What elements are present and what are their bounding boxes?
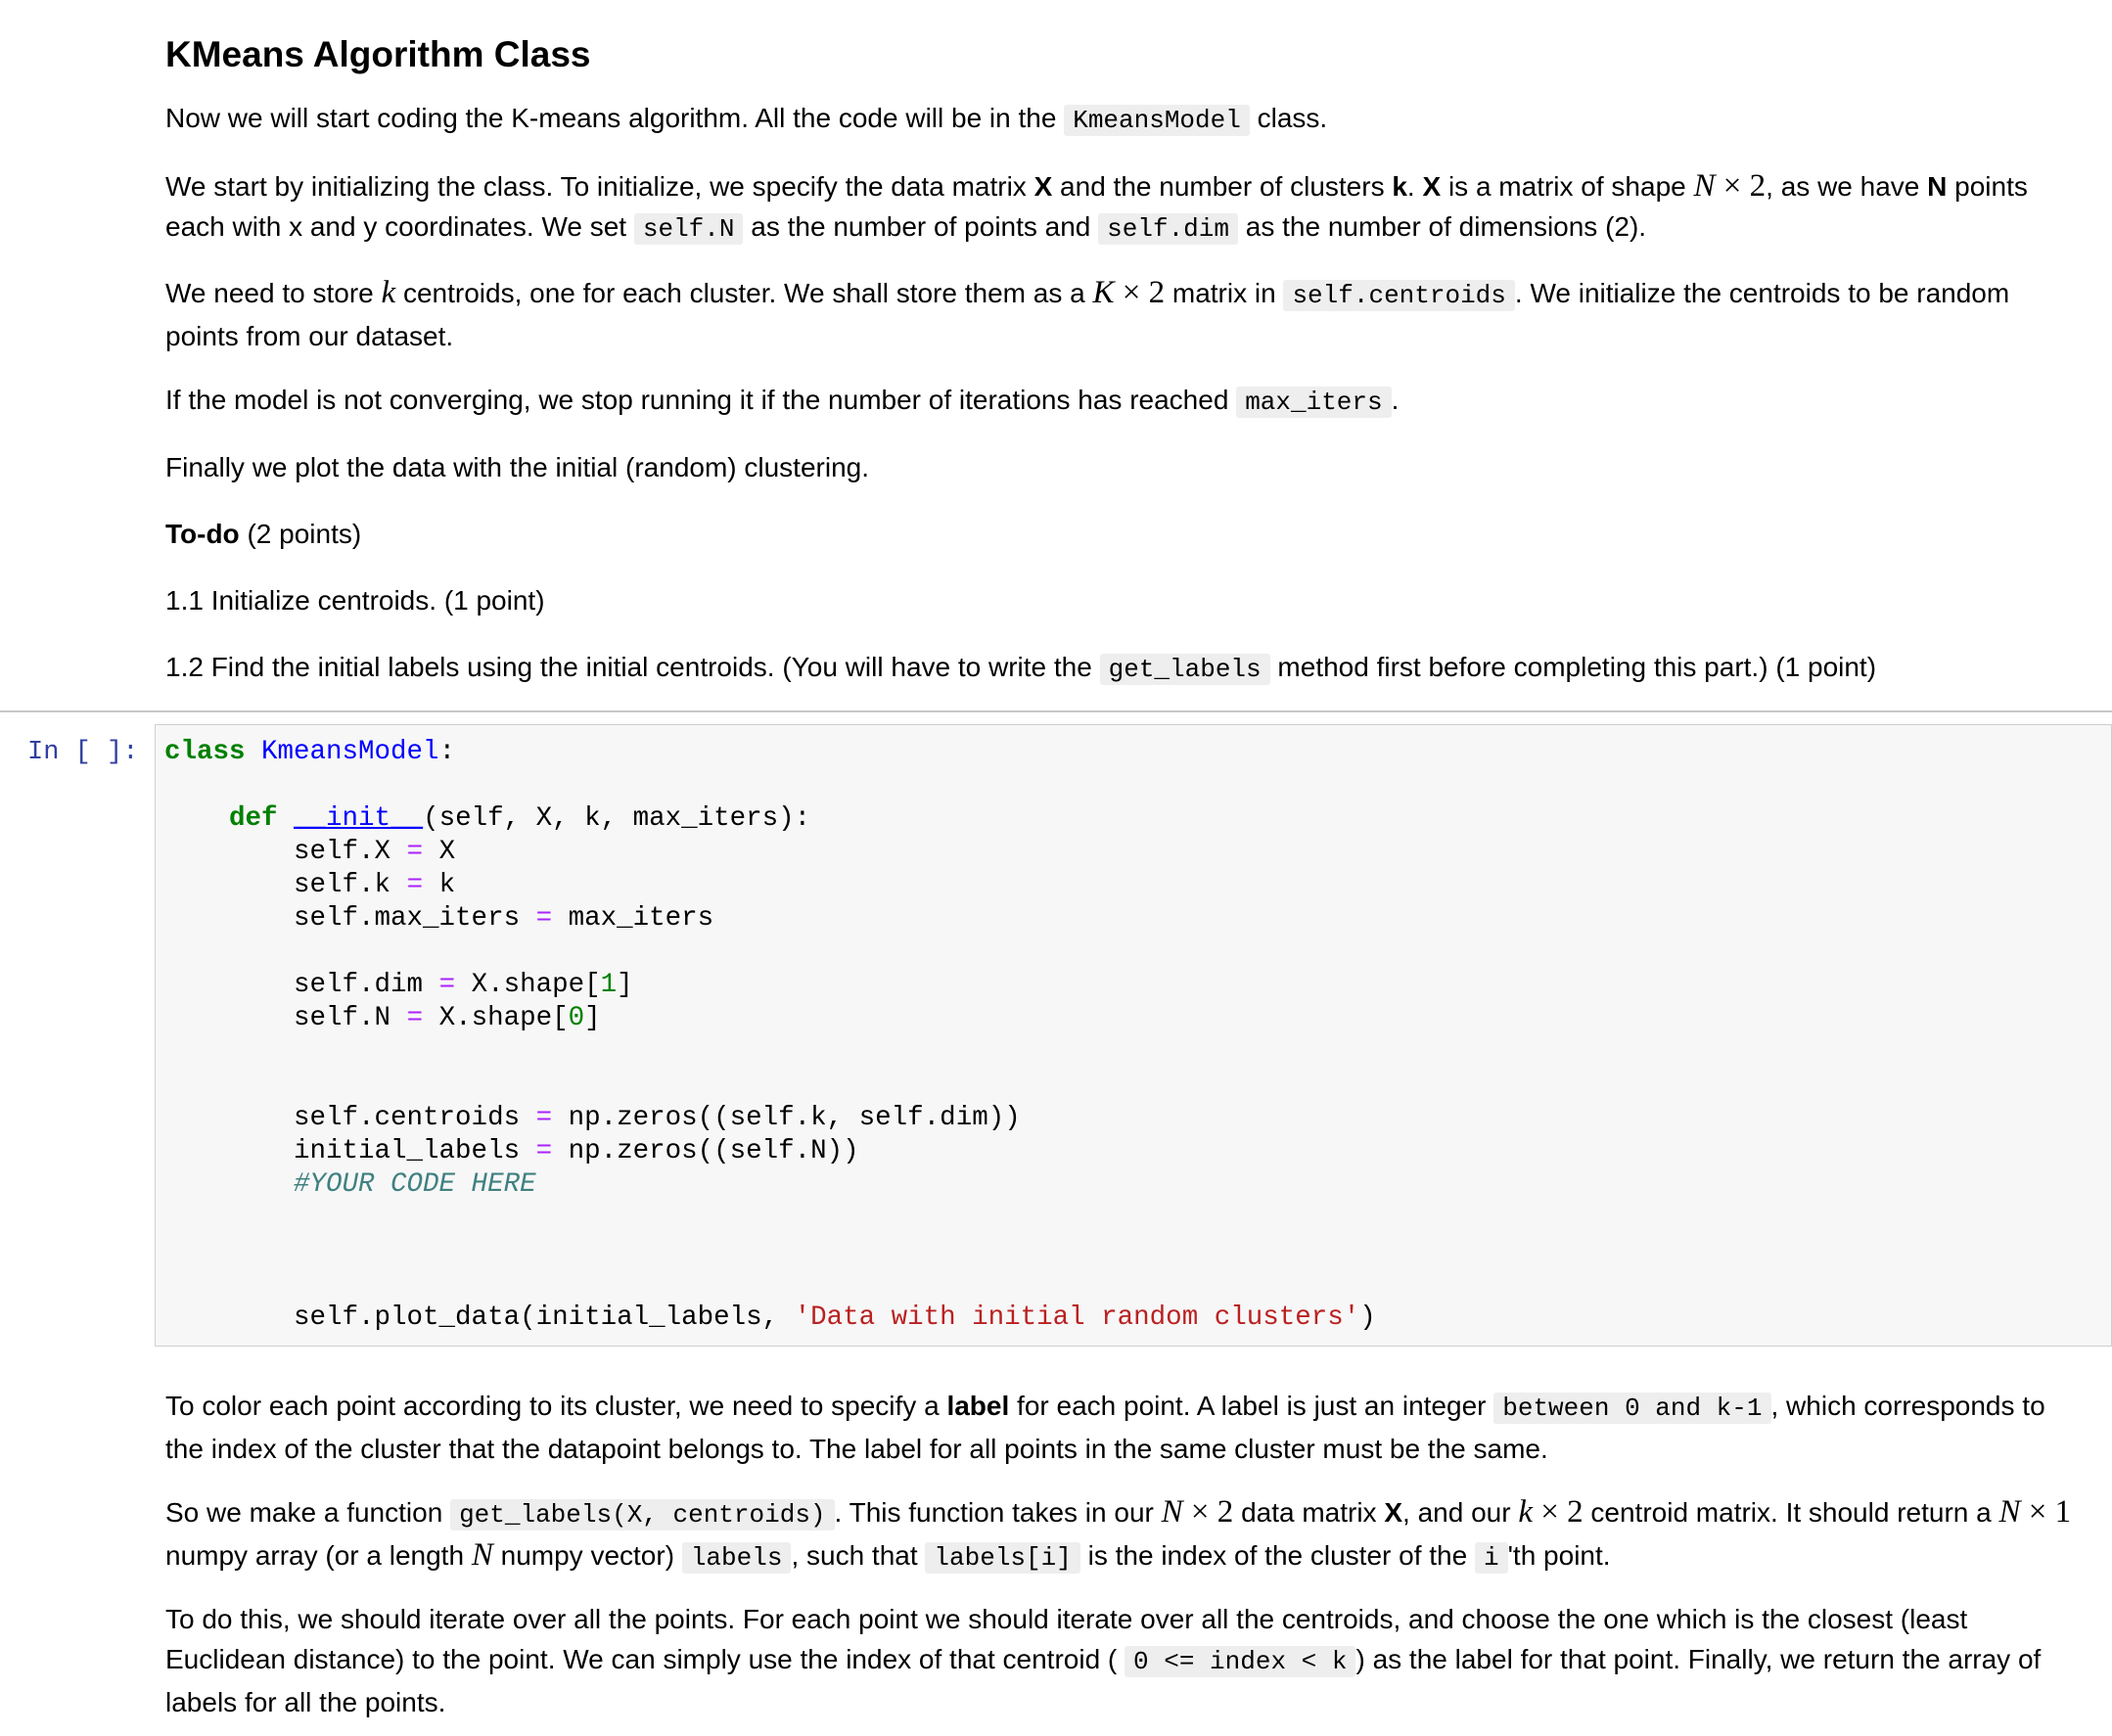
todo-item-1: 1.1 Initialize centroids. (1 point) xyxy=(165,580,2089,620)
text: is a matrix of shape xyxy=(1447,171,1686,202)
text: 1.1 Initialize centroids. (1 point) xyxy=(165,585,545,616)
paragraph-intro-2: We start by initializing the class. To i… xyxy=(165,166,2089,250)
inline-code: self.N xyxy=(633,213,744,245)
paragraph-intro-3: We need to store k centroids, one for ea… xyxy=(165,273,2089,356)
text: method first before completing this part… xyxy=(1277,652,1877,682)
text: , which corresponds to the index of the … xyxy=(165,1391,2045,1464)
inline-code: get_labels xyxy=(1099,654,1270,685)
inline-code: labels xyxy=(681,1542,792,1574)
inline-code: between 0 and k-1 xyxy=(1493,1393,1771,1424)
paragraph-intro-5: Finally we plot the data with the initia… xyxy=(165,447,2089,487)
text: and the number of clusters xyxy=(1060,171,1385,202)
cell-divider xyxy=(0,710,2112,712)
cell-prompt: In [ ]: xyxy=(27,738,139,767)
paragraph-labels-1: To color each point according to its clu… xyxy=(165,1386,2089,1469)
paragraph-intro-4: If the model is not converging, we stop … xyxy=(165,380,2089,423)
math-expression: N × 2 xyxy=(1693,168,1767,204)
text: (2 points) xyxy=(247,519,362,549)
bold-text: k xyxy=(1392,171,1407,202)
bold-text: N xyxy=(1927,171,1948,202)
text: ) as the label for that point. Finally, … xyxy=(165,1644,2042,1717)
markdown-cell-intro: KMeans Algorithm Class xyxy=(165,31,2089,78)
text: data matrix xyxy=(1241,1497,1377,1528)
inline-code: KmeansModel xyxy=(1064,105,1250,136)
math-expression: N × 1 xyxy=(1998,1494,2072,1530)
inline-code: get_labels(X, centroids) xyxy=(450,1499,835,1530)
text: numpy vector) xyxy=(500,1540,675,1571)
text: numpy array (or a length xyxy=(165,1540,465,1571)
text: . xyxy=(1391,385,1400,415)
section-title: KMeans Algorithm Class xyxy=(165,34,591,74)
text: . xyxy=(1406,171,1415,202)
inline-code: labels[i] xyxy=(925,1542,1080,1574)
bold-text: X xyxy=(1422,171,1442,202)
text: We start by initializing the class. To i… xyxy=(165,171,1027,202)
text: , such that xyxy=(791,1540,918,1571)
text: , and our xyxy=(1402,1497,1511,1528)
inline-code: self.dim xyxy=(1098,213,1238,245)
bold-text: X xyxy=(1384,1497,1403,1528)
paragraph-intro-1: Now we will start coding the K-means alg… xyxy=(165,98,2089,141)
text: is the index of the cluster of the xyxy=(1087,1540,1468,1571)
keyword: class xyxy=(164,737,246,767)
text: . This function takes in our xyxy=(834,1497,1154,1528)
text: for each point. A label is just an integ… xyxy=(1017,1391,1487,1421)
text: class. xyxy=(1257,103,1328,133)
math-expression: k × 2 xyxy=(1518,1494,1584,1530)
inline-code: 0 <= index < k xyxy=(1125,1646,1356,1677)
bold-text: label xyxy=(946,1391,1010,1421)
string-literal: 'Data with initial random clusters' xyxy=(794,1302,1360,1333)
text: Now we will start coding the K-means alg… xyxy=(165,103,1057,133)
text: To color each point according to its clu… xyxy=(165,1391,940,1421)
code-block[interactable]: class KmeansModel: def __init__(self, X,… xyxy=(164,737,1376,1333)
todo-heading: To-do (2 points) xyxy=(165,514,2089,554)
text: matrix in xyxy=(1171,278,1276,308)
text: . We initialize the centroids to be rand… xyxy=(165,278,2010,351)
code-comment: #YOUR CODE HERE xyxy=(294,1169,536,1200)
math-expression: N xyxy=(471,1537,493,1573)
text: centroids, one for each cluster. We shal… xyxy=(402,278,1085,308)
text: points each with x and y coordinates. We… xyxy=(165,171,2028,242)
inline-code: i xyxy=(1474,1542,1508,1574)
class-name: KmeansModel xyxy=(261,737,439,767)
text: as the number of dimensions (2). xyxy=(1245,211,1647,242)
paragraph-labels-3: To do this, we should iterate over all t… xyxy=(165,1599,2089,1722)
inline-code: self.centroids xyxy=(1283,280,1515,311)
function-name: __init__ xyxy=(294,803,424,834)
text: We need to store xyxy=(165,278,374,308)
text: 1.2 Find the initial labels using the in… xyxy=(165,652,1092,682)
bold-text: To-do xyxy=(165,519,240,549)
math-expression: N × 2 xyxy=(1161,1494,1234,1530)
code-cell-editor[interactable] xyxy=(155,724,2112,1347)
text: as the number of points and xyxy=(751,211,1091,242)
math-expression: k xyxy=(381,275,396,310)
todo-item-2: 1.2 Find the initial labels using the in… xyxy=(165,647,2089,690)
text: 'th point. xyxy=(1507,1540,1611,1571)
inline-code: max_iters xyxy=(1236,387,1392,418)
text: So we make a function xyxy=(165,1497,443,1528)
text: , as we have xyxy=(1766,171,1920,202)
bold-text: X xyxy=(1033,171,1053,202)
text: If the model is not converging, we stop … xyxy=(165,385,1229,415)
text: centroid matrix. It should return a xyxy=(1590,1497,1992,1528)
keyword: def xyxy=(229,803,278,834)
paragraph-labels-2: So we make a function get_labels(X, cent… xyxy=(165,1492,2089,1578)
math-expression: K × 2 xyxy=(1092,275,1166,310)
text: To do this, we should iterate over all t… xyxy=(165,1604,1968,1674)
text: Finally we plot the data with the initia… xyxy=(165,452,870,482)
